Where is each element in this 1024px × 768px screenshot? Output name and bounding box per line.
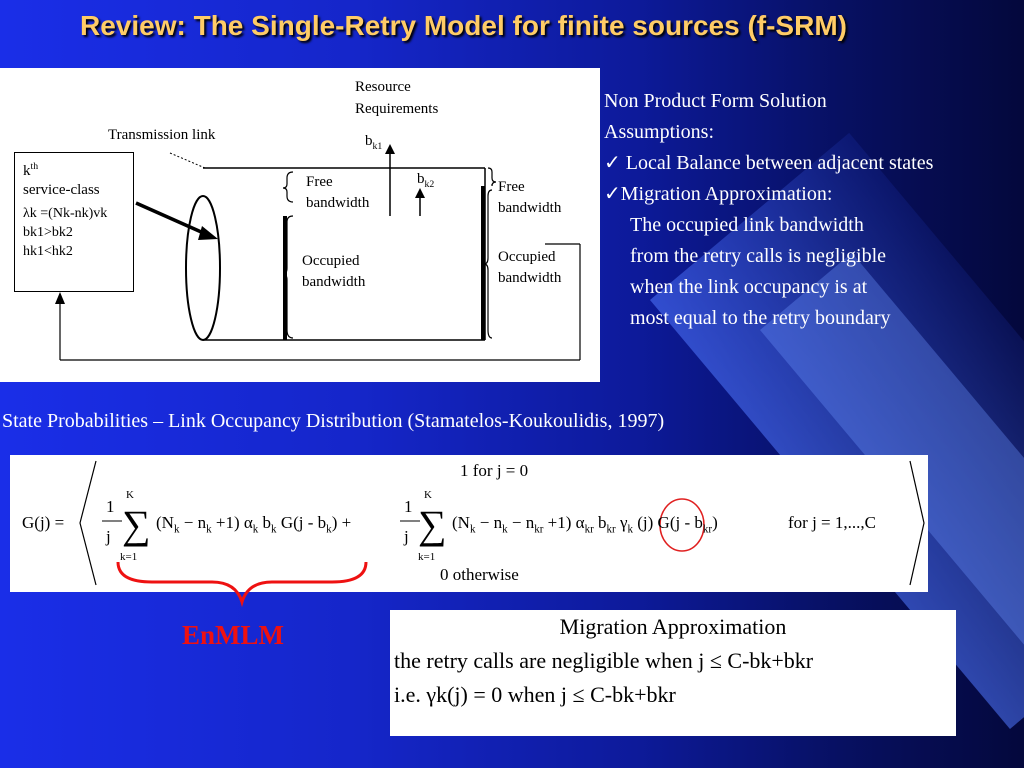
formula-case-3: 0 otherwise [440, 565, 519, 584]
assumption-line: Assumptions: [604, 121, 715, 143]
formula-brackets [79, 460, 925, 586]
service-class-label: service-class [23, 182, 100, 198]
enmlm-label: EnMLM [182, 620, 285, 650]
free-brace-left [282, 171, 294, 203]
free-bw-right-1: Free [498, 179, 525, 195]
migration-title: Migration Approximation [559, 614, 787, 639]
state-probabilities-heading: State Probabilities – Link Occupancy Dis… [2, 410, 665, 432]
bandwidth-relation: bk1>bk2 [23, 225, 73, 240]
occupied-right-1: Occupied [498, 249, 556, 265]
occupied-left-1: Occupied [302, 253, 360, 269]
formula-condition: for j = 1,...,C [788, 513, 876, 532]
bk1-label: bk1 [365, 133, 383, 152]
holding-relation: hk1<hk2 [23, 244, 73, 259]
occupied-brace-left [282, 215, 294, 339]
assumption-line: from the retry calls is negligible [630, 245, 887, 267]
arrival-rate: λk =(Nk-nk)vk [23, 206, 108, 221]
occupied-brace-right [483, 189, 493, 339]
enmlm-brace [116, 561, 368, 608]
formula-panel: 1 for j = 0 G(j) = 1 j ∑ K k=1 (Nk − nk … [10, 455, 928, 592]
assumption-line: ✓Migration Approximation: [604, 183, 833, 205]
assumption-line: ✓ Local Balance between adjacent states [604, 152, 934, 174]
service-class-box: kth service-class λk =(Nk-nk)vk bk1>bk2 … [14, 152, 134, 292]
assumptions-text: Non Product Form Solution Assumptions: ✓… [604, 86, 1024, 334]
assumption-line: most equal to the retry boundary [630, 307, 891, 329]
transmission-link-label: Transmission link [108, 127, 216, 143]
formula-lhs: G(j) = [22, 513, 65, 532]
requirements-label: Requirements [355, 101, 439, 117]
free-bw-right-2: bandwidth [498, 200, 562, 216]
occupied-right-2: bandwidth [498, 270, 562, 286]
free-bw-left-1: Free [306, 174, 333, 190]
free-bw-left-2: bandwidth [306, 195, 370, 211]
input-arrow [135, 201, 209, 237]
migration-line-1: the retry calls are negligible when j ≤ … [394, 648, 814, 673]
occupied-left-2: bandwidth [302, 274, 366, 290]
cylinder-end [185, 195, 221, 341]
resource-label: Resource [355, 79, 411, 95]
slide-title: Review: The Single-Retry Model for finit… [80, 10, 847, 41]
link-pointer [169, 152, 206, 169]
formula-case-1: 1 for j = 0 [460, 461, 529, 480]
bk2-label: bk2 [417, 171, 435, 190]
assumption-line: Non Product Form Solution [604, 90, 827, 112]
gamma-highlight [659, 498, 705, 552]
migration-approximation-box: Migration Approximation the retry calls … [390, 610, 956, 736]
assumption-line: The occupied link bandwidth [630, 214, 864, 236]
link-diagram: Resource Requirements Transmission link … [0, 68, 600, 382]
free-brace-right [487, 167, 497, 187]
diagram-drawing [55, 144, 581, 361]
assumption-line: when the link occupancy is at [630, 276, 868, 298]
migration-line-2: i.e. γk(j) = 0 when j ≤ C-bk+bkr [394, 682, 676, 707]
